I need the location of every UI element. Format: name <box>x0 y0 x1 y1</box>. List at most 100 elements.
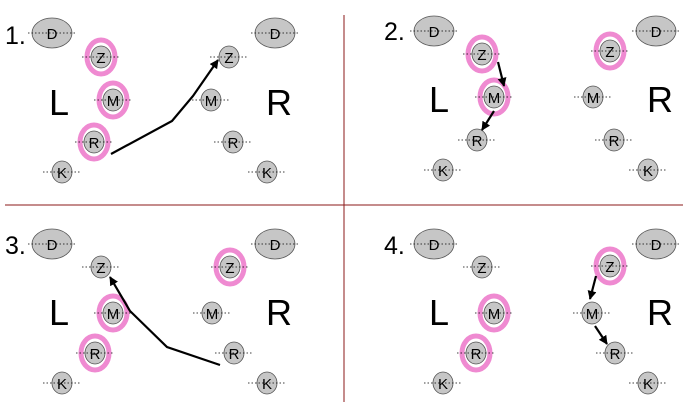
node-right-D: D <box>632 15 680 47</box>
node-right-Z: Z <box>591 31 629 71</box>
svg-text:R: R <box>229 346 240 363</box>
right-side-label: R <box>266 82 292 123</box>
node-right-R: R <box>596 341 634 365</box>
svg-text:Z: Z <box>96 260 105 277</box>
svg-text:D: D <box>651 24 662 41</box>
node-left-D: D <box>410 228 458 260</box>
svg-text:M: M <box>488 306 501 323</box>
node-left-R: R <box>458 128 496 152</box>
left-side-label: L <box>429 79 449 120</box>
svg-text:D: D <box>47 237 58 254</box>
svg-text:M: M <box>586 306 599 323</box>
left-side-label: L <box>49 82 69 123</box>
node-left-M: M <box>94 80 132 120</box>
node-right-R: R <box>215 341 253 365</box>
node-left-R: R <box>457 333 495 373</box>
svg-text:M: M <box>107 93 120 110</box>
svg-text:Z: Z <box>477 47 486 64</box>
node-right-Z: Z <box>210 45 248 69</box>
node-right-M: M <box>573 301 611 325</box>
move-arrow <box>594 325 608 345</box>
panel-number: 4. <box>384 232 405 260</box>
svg-text:K: K <box>262 376 272 393</box>
node-left-K: K <box>43 160 81 184</box>
svg-text:Z: Z <box>605 259 614 276</box>
node-right-R: R <box>214 130 252 154</box>
svg-text:K: K <box>57 165 67 182</box>
node-left-M: M <box>94 293 132 333</box>
node-right-M: M <box>192 88 230 112</box>
svg-text:M: M <box>488 90 501 107</box>
svg-text:D: D <box>429 237 440 254</box>
node-right-K: K <box>629 371 667 395</box>
node-left-M: M <box>475 293 513 333</box>
node-left-D: D <box>28 17 76 49</box>
node-left-K: K <box>424 371 462 395</box>
svg-text:R: R <box>471 346 482 363</box>
panel-number: 1. <box>5 22 26 50</box>
svg-text:K: K <box>438 376 448 393</box>
node-left-M: M <box>475 77 513 117</box>
svg-text:D: D <box>270 237 281 254</box>
panel-2: 2. L R D Z M R K <box>384 15 680 182</box>
node-left-Z: Z <box>463 255 501 279</box>
left-side-label: L <box>49 292 69 333</box>
svg-text:R: R <box>610 346 621 363</box>
move-arrow <box>110 59 219 155</box>
node-left-K: K <box>43 371 81 395</box>
panel-1: 1. L R D Z M R K <box>5 17 299 184</box>
svg-text:Z: Z <box>225 260 234 277</box>
svg-text:K: K <box>643 163 653 180</box>
move-arrow <box>496 61 507 87</box>
node-left-Z: Z <box>82 255 120 279</box>
svg-text:R: R <box>228 135 239 152</box>
svg-text:R: R <box>90 346 101 363</box>
move-arrow <box>109 276 221 367</box>
node-left-R: R <box>76 333 114 373</box>
node-right-K: K <box>629 158 667 182</box>
node-right-M: M <box>574 85 612 109</box>
panel-4: 4. L R D Z M R K <box>384 228 680 395</box>
node-right-R: R <box>595 128 633 152</box>
node-right-Z: Z <box>211 247 249 287</box>
node-right-K: K <box>248 160 286 184</box>
svg-text:K: K <box>262 165 272 182</box>
svg-text:R: R <box>609 133 620 150</box>
node-left-D: D <box>28 228 76 260</box>
node-left-Z: Z <box>82 37 120 77</box>
node-right-D: D <box>632 228 680 260</box>
svg-text:M: M <box>205 93 218 110</box>
svg-text:M: M <box>206 306 219 323</box>
node-right-D: D <box>251 228 299 260</box>
panel-number: 2. <box>384 18 405 46</box>
svg-text:Z: Z <box>477 260 486 277</box>
svg-text:K: K <box>57 376 67 393</box>
svg-text:D: D <box>270 26 281 43</box>
svg-text:Z: Z <box>96 50 105 67</box>
panel-number: 3. <box>5 232 26 260</box>
node-left-K: K <box>424 158 462 182</box>
panel-3: 3. L R D Z M R K <box>5 228 299 395</box>
svg-text:D: D <box>47 26 58 43</box>
svg-text:M: M <box>587 90 600 107</box>
node-right-K: K <box>248 371 286 395</box>
node-left-R: R <box>75 122 113 162</box>
svg-text:Z: Z <box>224 50 233 67</box>
move-arrow <box>587 275 598 300</box>
left-side-label: L <box>429 292 449 333</box>
svg-text:R: R <box>89 135 100 152</box>
svg-text:D: D <box>429 24 440 41</box>
move-arrow <box>481 110 495 131</box>
svg-text:K: K <box>438 163 448 180</box>
right-side-label: R <box>266 292 292 333</box>
svg-text:K: K <box>643 376 653 393</box>
right-side-label: R <box>647 292 673 333</box>
right-side-label: R <box>647 79 673 120</box>
node-right-D: D <box>251 17 299 49</box>
node-left-Z: Z <box>463 34 501 74</box>
svg-text:D: D <box>651 237 662 254</box>
node-left-D: D <box>410 15 458 47</box>
node-right-M: M <box>193 301 231 325</box>
svg-text:R: R <box>472 133 483 150</box>
